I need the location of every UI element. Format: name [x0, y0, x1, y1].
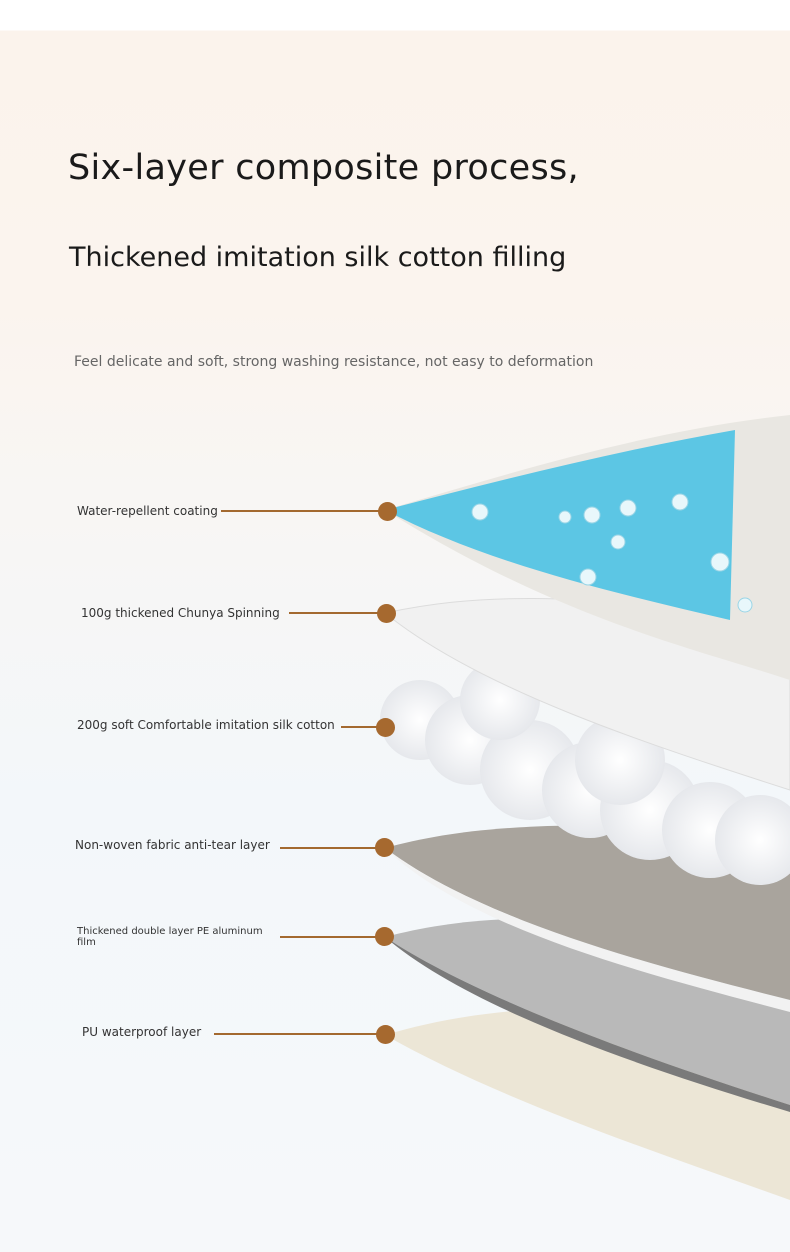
- title-line-2: Thickened imitation silk cotton filling: [69, 242, 567, 273]
- leader-line: [280, 936, 385, 938]
- marker-dot: [376, 1025, 395, 1044]
- leader-line: [289, 612, 387, 614]
- marker-dot: [378, 502, 397, 521]
- marker-dot: [375, 838, 394, 857]
- marker-dot: [375, 927, 394, 946]
- marker-dot: [377, 604, 396, 623]
- layer-label-cotton: 200g soft Comfortable imitation silk cot…: [77, 718, 335, 732]
- leader-line: [221, 510, 388, 512]
- layer-label-water-repellent: Water-repellent coating: [77, 504, 218, 518]
- title-line-1: Six-layer composite process,: [68, 148, 579, 188]
- leader-line: [280, 847, 385, 849]
- leader-line: [341, 726, 386, 728]
- marker-dot: [376, 718, 395, 737]
- layer-label-pu: PU waterproof layer: [82, 1025, 202, 1039]
- layer-label-spinning: 100g thickened Chunya Spinning: [81, 606, 280, 620]
- cotton-layer-shape: [380, 660, 790, 885]
- layer-label-nonwoven: Non-woven fabric anti-tear layer: [75, 838, 270, 852]
- subtitle: Feel delicate and soft, strong washing r…: [74, 354, 594, 370]
- leader-line: [214, 1033, 386, 1035]
- layer-label-aluminum: Thickened double layer PE aluminum film: [77, 926, 263, 948]
